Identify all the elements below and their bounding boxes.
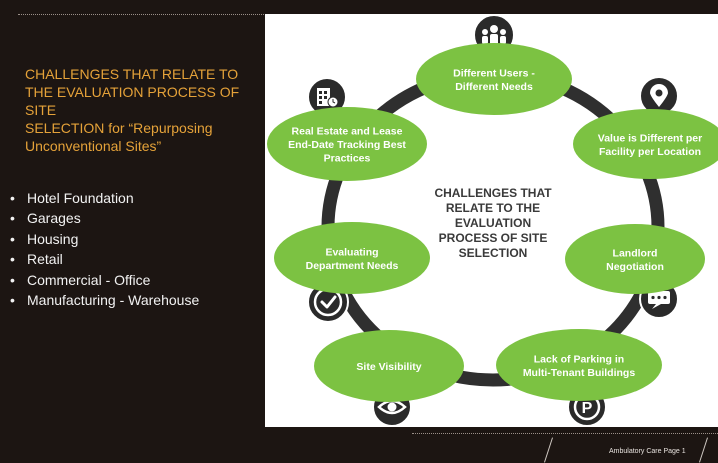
- footer-slash: [544, 437, 553, 463]
- challenge-label-line: Site Visibility: [356, 361, 421, 373]
- challenge-label: Lack of Parking in Multi-Tenant Buildings: [523, 353, 636, 379]
- challenge-oval: [274, 222, 430, 294]
- center-title-line: EVALUATION: [455, 216, 531, 230]
- challenge-oval: [416, 43, 572, 115]
- challenge-oval: [267, 107, 427, 181]
- challenge-oval: [496, 329, 662, 401]
- challenge-oval: [573, 109, 718, 179]
- heading-line: SITE: [25, 102, 57, 118]
- challenge-label-line: Practices: [324, 153, 371, 165]
- challenge-label-line: Real Estate and Lease: [292, 126, 403, 138]
- list-item: Retail: [10, 249, 199, 269]
- challenge-label-line: Different Needs: [455, 81, 533, 93]
- challenge-label-line: Lack of Parking in: [534, 353, 624, 365]
- challenge-node: Site Visibility: [314, 330, 464, 402]
- list-item: Commercial - Office: [10, 270, 199, 290]
- section-heading: CHALLENGES THAT RELATE TO THE EVALUATION…: [25, 65, 260, 155]
- challenge-label-line: Negotiation: [606, 261, 664, 273]
- challenge-label-line: Evaluating: [325, 246, 378, 258]
- challenge-label: Site Visibility: [356, 361, 421, 373]
- challenge-label-line: Value is Different per: [598, 132, 702, 144]
- challenge-label-line: Facility per Location: [599, 146, 701, 158]
- challenge-label-line: Multi-Tenant Buildings: [523, 367, 636, 379]
- challenge-oval: [314, 330, 464, 402]
- challenge-label-line: End-Date Tracking Best: [288, 139, 406, 151]
- bottom-divider: [412, 433, 718, 434]
- heading-line: CHALLENGES THAT RELATE TO: [25, 66, 239, 82]
- heading-line: Unconventional Sites”: [25, 138, 162, 154]
- heading-line: SELECTION for “Repurposing: [25, 120, 213, 136]
- list-item: Manufacturing - Warehouse: [10, 290, 199, 310]
- challenge-label-line: Department Needs: [306, 260, 399, 272]
- challenge-label: Different Users - Different Needs: [453, 67, 535, 93]
- challenge-node: Lack of Parking in Multi-Tenant Buildings: [496, 329, 662, 401]
- heading-line: THE EVALUATION PROCESS OF: [25, 84, 240, 100]
- svg-text:P: P: [582, 400, 593, 417]
- challenge-label-line: Landlord: [613, 247, 658, 259]
- challenge-label-line: Different Users -: [453, 67, 535, 79]
- list-item: Garages: [10, 208, 199, 228]
- center-title-line: CHALLENGES THAT: [434, 186, 552, 200]
- list-item: Hotel Foundation: [10, 188, 199, 208]
- center-title-line: SELECTION: [459, 246, 528, 260]
- center-title-line: PROCESS OF SITE: [439, 231, 548, 245]
- challenge-oval: [565, 224, 705, 294]
- footer-text: Ambulatory Care Page 1: [609, 448, 686, 455]
- footer-slash: [699, 437, 708, 463]
- site-type-list: Hotel Foundation Garages Housing Retail …: [10, 188, 199, 310]
- challenge-node: Different Users - Different Needs: [416, 43, 572, 115]
- center-title-line: RELATE TO THE: [446, 201, 540, 215]
- list-item: Housing: [10, 229, 199, 249]
